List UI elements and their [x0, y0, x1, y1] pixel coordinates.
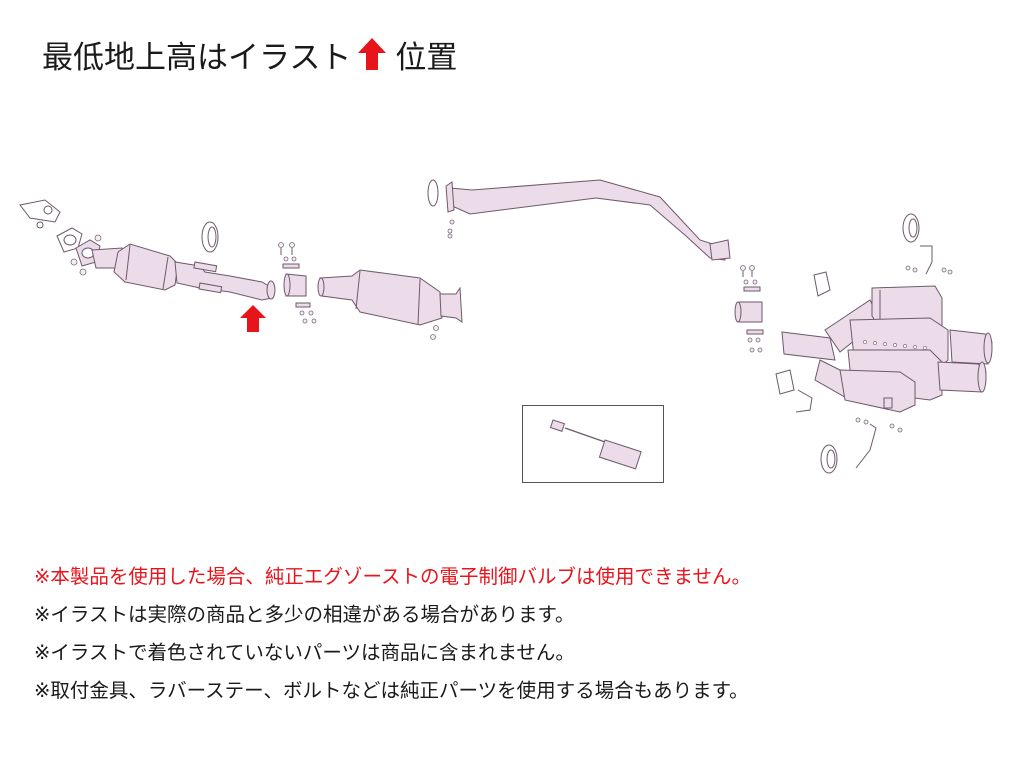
rear-muffler-quad-tail [781, 285, 993, 413]
valve-controller-icon [549, 419, 642, 470]
front-gasket [56, 227, 83, 253]
red-up-arrow-icon [358, 38, 387, 70]
note-illustration-difference: ※イラストは実際の商品と多少の相違がある場合があります。 [34, 603, 575, 626]
title-prefix: 最低地上高はイラスト [42, 39, 352, 76]
note-oem-hardware: ※取付金具、ラバーステー、ボルトなどは純正パーツを使用する場合もあります。 [34, 679, 749, 702]
note-uncolored-parts: ※イラストで着色されていないパーツは商品に含まれません。 [34, 641, 575, 664]
note-valve-warning: ※本製品を使用した場合、純正エグゾーストの電子制御バルブは使用できません。 [34, 565, 751, 588]
mid-pipe [427, 179, 731, 261]
page-title: 最低地上高はイラスト 位置 [42, 32, 457, 76]
rubber-hanger-1 [201, 221, 219, 253]
rear-brackets [795, 245, 953, 469]
pipe-clamp-1 [278, 242, 317, 324]
pipe-clamp-2 [734, 265, 764, 353]
exhaust-diagram: .p { fill: #ecdbe9; stroke: #6d5a6a; str… [19, 179, 993, 474]
front-pipe-catalyzer [91, 243, 276, 301]
rubber-hangers-rear [775, 213, 920, 474]
ground-clearance-arrow-icon [240, 305, 266, 332]
valve-controller-inset [522, 405, 664, 483]
front-nuts [70, 234, 102, 276]
oem-manifold-stub [19, 199, 61, 229]
notes-list: ※本製品を使用した場合、純正エグゾーストの電子制御バルブは使用できません。 ※イ… [34, 558, 751, 710]
title-suffix: 位置 [395, 39, 458, 76]
center-resonator-pipe [317, 233, 463, 340]
